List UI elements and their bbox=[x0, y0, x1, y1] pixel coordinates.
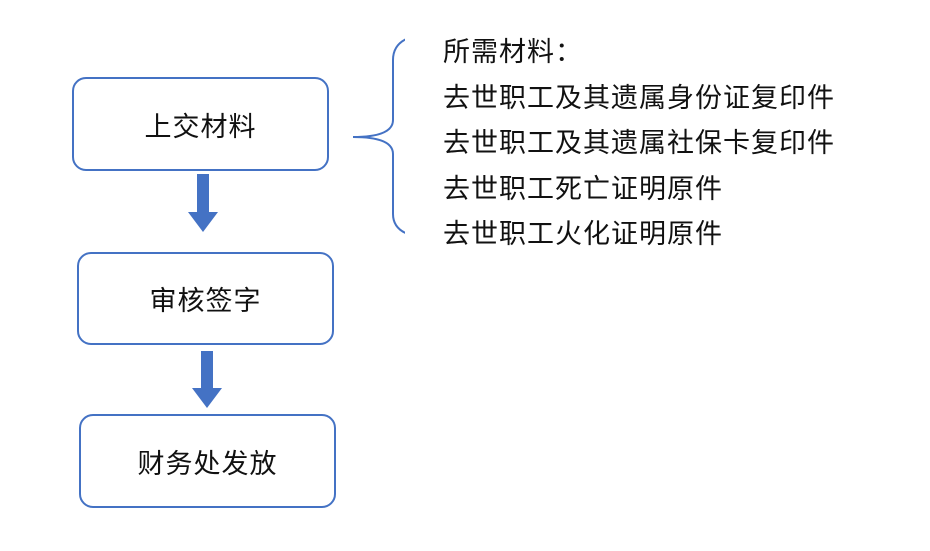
step-box-submit-materials: 上交材料 bbox=[72, 77, 329, 171]
materials-item: 去世职工死亡证明原件 bbox=[443, 173, 723, 205]
step-label: 上交材料 bbox=[144, 111, 257, 143]
materials-title: 所需材料： bbox=[443, 37, 583, 68]
down-arrow-icon bbox=[192, 351, 222, 408]
down-arrow-icon bbox=[188, 174, 218, 232]
materials-item: 去世职工火化证明原件 bbox=[443, 219, 723, 250]
step-label: 审核签字 bbox=[149, 286, 262, 317]
left-brace-icon bbox=[352, 38, 405, 234]
step-box-finance-payout: 财务处发放 bbox=[79, 414, 336, 508]
step-box-review-sign: 审核签字 bbox=[77, 252, 334, 345]
brace-path bbox=[352, 38, 405, 234]
materials-item: 去世职工及其遗属身份证复印件 bbox=[443, 82, 835, 114]
down-arrow-shape bbox=[188, 174, 218, 232]
required-materials-list: 所需材料： 去世职工及其遗属身份证复印件 去世职工及其遗属社保卡复印件 去世职工… bbox=[443, 30, 835, 258]
down-arrow-shape bbox=[192, 351, 222, 408]
materials-item: 去世职工及其遗属社保卡复印件 bbox=[443, 128, 835, 159]
step-label: 财务处发放 bbox=[137, 448, 278, 480]
